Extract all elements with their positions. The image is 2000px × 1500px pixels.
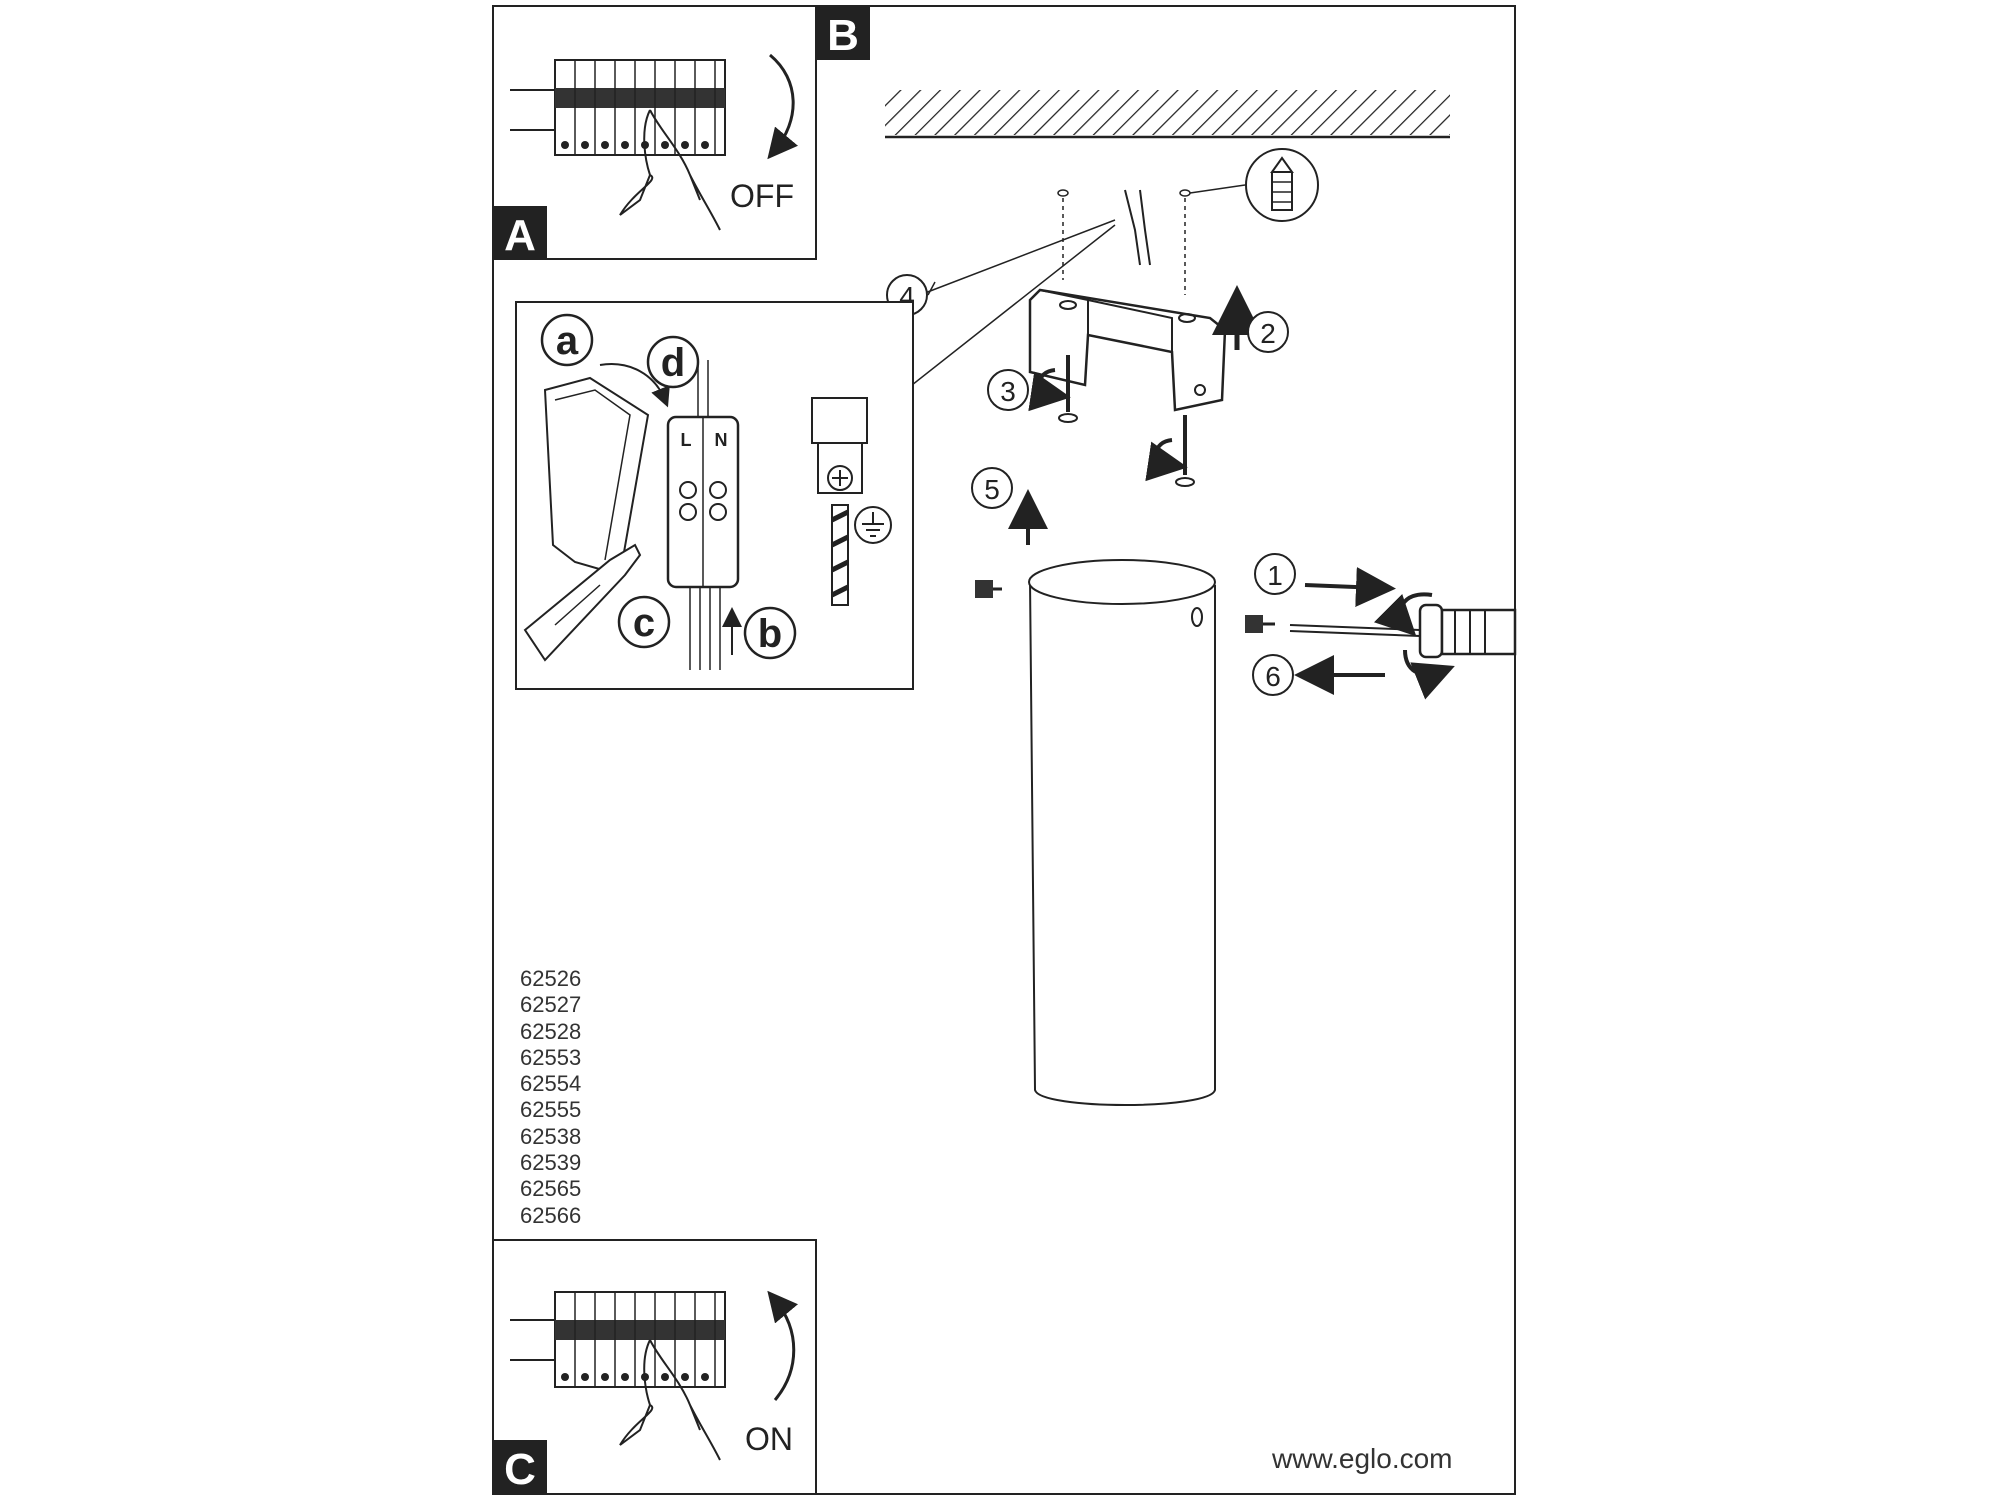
- model-number: 62555: [520, 1097, 582, 1123]
- svg-text:3: 3: [1000, 376, 1016, 407]
- screw-icon: [1245, 615, 1275, 633]
- rotate-down-arrow-icon: [767, 53, 799, 160]
- mains-cable-icon: [1124, 189, 1151, 266]
- wiring-label-a: a: [540, 313, 594, 367]
- model-number: 62554: [520, 1071, 582, 1097]
- svg-text:a: a: [556, 319, 579, 363]
- model-number: 62538: [520, 1123, 582, 1149]
- svg-text:c: c: [633, 601, 655, 645]
- wiring-detail-panel: L N a: [515, 301, 914, 690]
- model-number: 62526: [520, 966, 582, 991]
- rotate-icon: [1403, 649, 1455, 700]
- panel-label-b: B: [827, 11, 859, 60]
- wiring-label-c: c: [617, 595, 671, 649]
- curved-arrow-icon: [599, 363, 670, 408]
- ground-symbol-icon: [854, 506, 892, 544]
- svg-text:5: 5: [984, 474, 1000, 505]
- drill-holes: [1057, 189, 1191, 295]
- panel-label-b-box: [816, 6, 870, 60]
- mounting-bracket: [1028, 288, 1227, 412]
- model-number: 62566: [520, 1202, 582, 1228]
- screw-icon: [1175, 415, 1195, 487]
- rotate-up-arrow-icon: [767, 1290, 799, 1401]
- panel-label-c-box: [493, 1440, 547, 1494]
- model-number: 62527: [520, 992, 582, 1018]
- page-frame: [492, 5, 1516, 1495]
- website-url: www.eglo.com: [1272, 1443, 1453, 1474]
- model-number: 62539: [520, 1150, 582, 1176]
- panel-label-a: A: [504, 211, 536, 260]
- ground-wire: [831, 504, 849, 606]
- svg-text:6: 6: [1265, 661, 1281, 692]
- svg-text:1: 1: [1267, 560, 1283, 591]
- step-2-marker: 2: [1247, 311, 1289, 353]
- right-arrow-icon: [1304, 567, 1396, 608]
- breaker-panel-illustration: [510, 1291, 726, 1388]
- screwdriver-icon: [1289, 603, 1517, 659]
- breaker-panel-illustration: [510, 59, 726, 156]
- rotate-icon: [1373, 592, 1433, 637]
- step-1-marker: 1: [1254, 553, 1296, 595]
- step-6-marker: 6: [1252, 654, 1294, 696]
- model-number: 62528: [520, 1018, 582, 1044]
- wall-plug-callout: [1189, 148, 1319, 222]
- panel-breaker-off: OFF B A: [492, 5, 870, 260]
- terminal-n-label: N: [715, 430, 728, 450]
- model-number-list: 62526 62527 62528 62553 62554 62555 6253…: [520, 966, 581, 1229]
- off-label: OFF: [730, 178, 794, 214]
- wiring-label-b: b: [743, 606, 797, 660]
- on-label: ON: [745, 1421, 793, 1457]
- svg-text:d: d: [661, 341, 685, 385]
- svg-text:b: b: [758, 612, 782, 656]
- screwdriver-icon: [523, 543, 642, 662]
- hand-icon: [619, 1339, 721, 1461]
- panel-label-c: C: [504, 1445, 536, 1494]
- model-number: 62565: [520, 1176, 582, 1202]
- model-number: 62553: [520, 1044, 582, 1070]
- panel-breaker-on: ON C: [492, 1239, 817, 1495]
- screw-icon: [975, 580, 1002, 598]
- step-3-marker: 3: [987, 369, 1029, 411]
- rotate-screw-icon: [1145, 438, 1188, 482]
- step-5-marker: 5: [971, 467, 1013, 509]
- hand-icon: [619, 109, 721, 231]
- panel-label-a-box: [493, 206, 547, 259]
- ground-connector: [811, 397, 868, 444]
- svg-text:2: 2: [1260, 318, 1276, 349]
- wiring-label-d: d: [646, 335, 700, 389]
- lamp-cylinder: [1028, 559, 1216, 1106]
- ceiling: [885, 90, 1450, 139]
- rotate-screw-icon: [1028, 368, 1071, 412]
- terminal-l-label: L: [681, 430, 692, 450]
